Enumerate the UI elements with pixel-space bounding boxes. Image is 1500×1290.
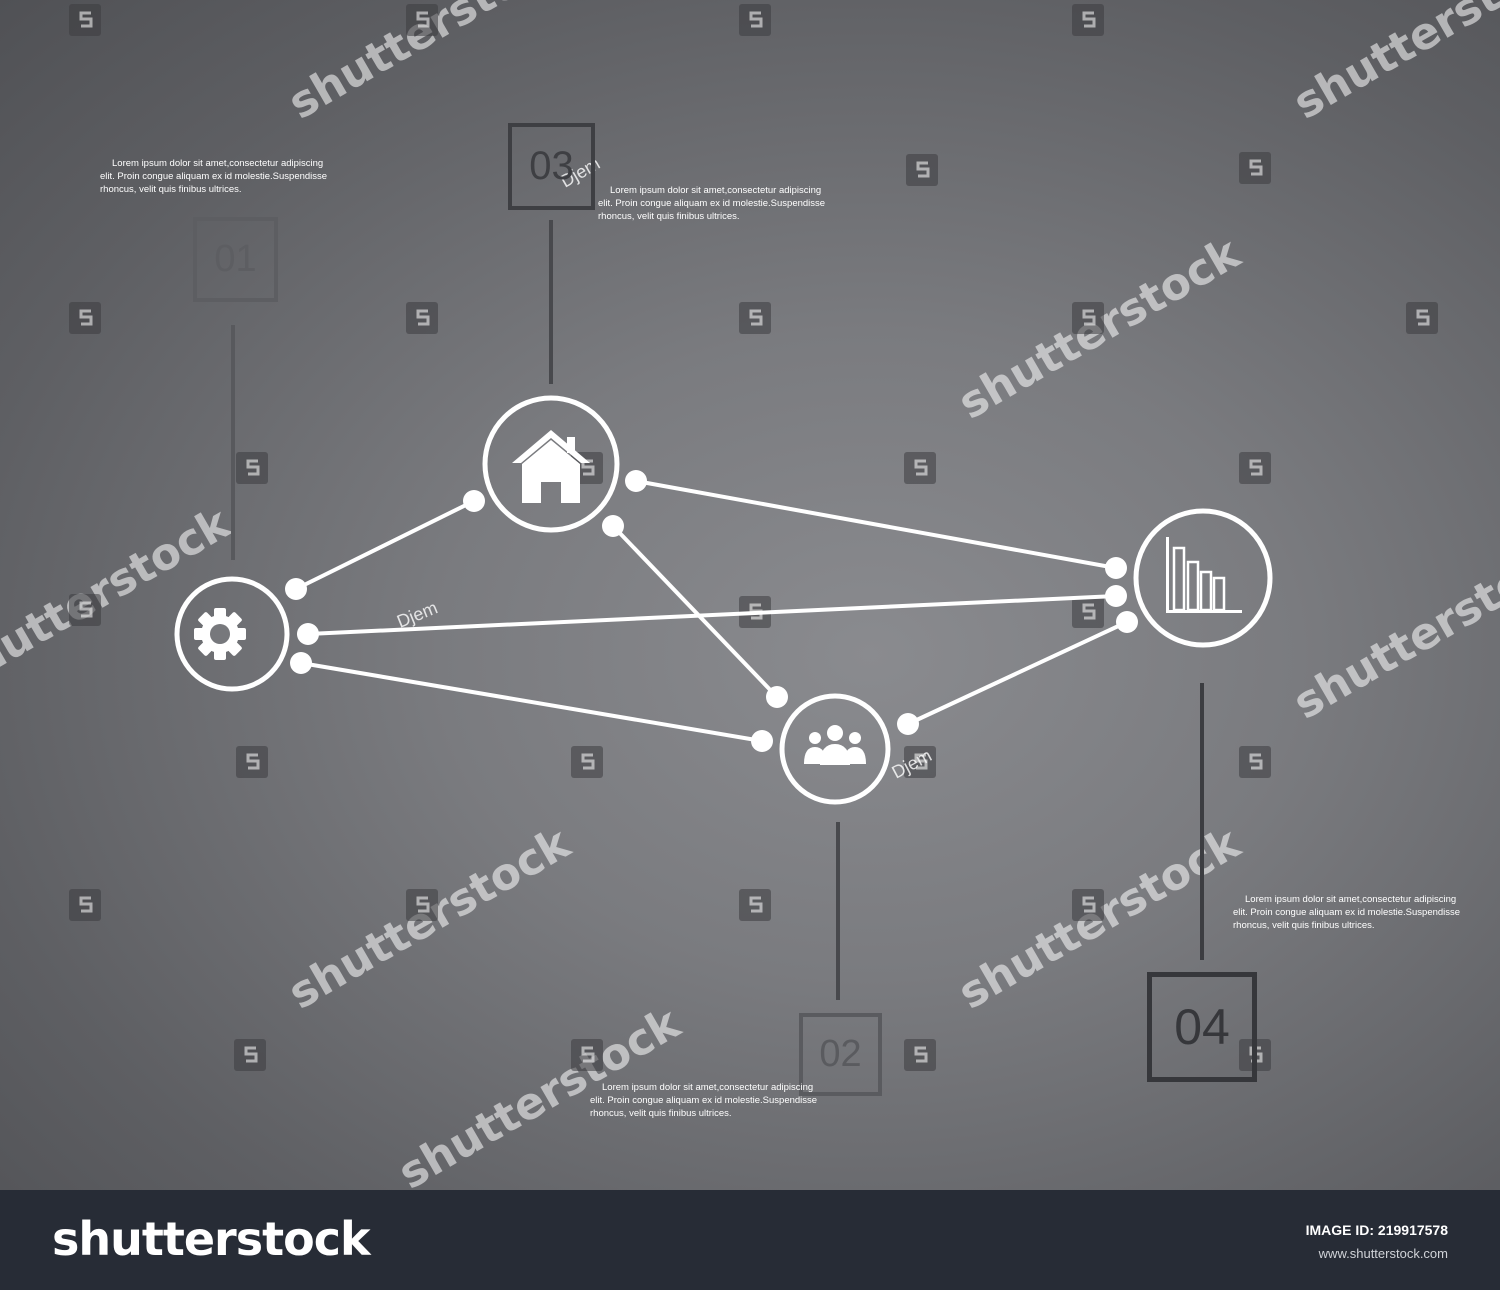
connector-gear-home <box>295 499 475 591</box>
step-number-03: 03 <box>529 144 574 188</box>
node-chart <box>1133 508 1273 648</box>
watermark-logo-glyph <box>244 1046 258 1063</box>
step-description-01: Lorem ipsum dolor sit amet,consectetur a… <box>100 158 328 195</box>
watermark-logo-glyph <box>79 896 93 913</box>
connector-dot <box>297 623 319 645</box>
step-description-02: Lorem ipsum dolor sit amet,consectetur a… <box>590 1082 818 1119</box>
watermark-logo-glyph <box>1416 309 1430 326</box>
watermark-logo-glyph <box>246 459 260 476</box>
watermark-logo-glyph <box>916 161 930 178</box>
step-description-03: Lorem ipsum dolor sit amet,consectetur a… <box>598 185 826 222</box>
watermark-logo-glyph <box>1082 896 1096 913</box>
connector-dot <box>897 713 919 735</box>
connector-dot <box>1105 585 1127 607</box>
step-number-02: 02 <box>819 1033 862 1075</box>
watermark-logo-glyph <box>749 309 763 326</box>
connector-dot <box>290 652 312 674</box>
watermark-logo-glyph <box>246 753 260 770</box>
connector-gear-chart <box>307 594 1117 636</box>
node-team <box>779 693 891 805</box>
step-box-04: 04 <box>1147 972 1257 1082</box>
connector-dot <box>751 730 773 752</box>
watermark-logo-glyph <box>79 601 93 618</box>
watermark-logo-glyph <box>749 11 763 28</box>
connector-lines <box>295 479 1128 743</box>
step-description-04: Lorem ipsum dolor sit amet,consectetur a… <box>1233 894 1461 931</box>
watermark-logo-glyph <box>416 11 430 28</box>
connector-dot <box>766 686 788 708</box>
footer-bar <box>0 1190 1500 1290</box>
connector-gear-team <box>300 661 763 743</box>
watermark-logo-glyph <box>581 753 595 770</box>
watermark-logo-glyph <box>914 1046 928 1063</box>
connector-team-chart <box>907 620 1128 726</box>
watermark-logo-glyph <box>1082 11 1096 28</box>
step-box-02: 02 <box>799 1013 882 1096</box>
step-box-03: 03 <box>508 123 595 210</box>
watermark-logo-glyph <box>416 896 430 913</box>
node-gear <box>174 576 290 692</box>
gear-icon <box>194 608 246 660</box>
bar-chart-icon <box>1166 537 1242 613</box>
watermark-logo-glyph <box>1249 753 1263 770</box>
watermark-logo-glyph <box>1249 159 1263 176</box>
connector-dot <box>463 490 485 512</box>
footer-logo: shutterstock <box>52 1212 371 1266</box>
connector-dot <box>1116 611 1138 633</box>
home-icon <box>512 430 590 503</box>
watermark-logo-glyph <box>79 309 93 326</box>
watermark-text: shutterstock <box>0 497 240 700</box>
connector-dot <box>625 470 647 492</box>
step-number-04: 04 <box>1174 999 1230 1055</box>
diagram-background <box>0 0 1500 1190</box>
connector-home-team <box>611 524 779 699</box>
connector-dot <box>602 515 624 537</box>
watermark-logo-glyph <box>416 309 430 326</box>
watermark-logo-glyph <box>79 11 93 28</box>
connector-home-chart <box>635 479 1117 570</box>
step-box-01: 01 <box>193 217 278 302</box>
footer-url: www.shutterstock.com <box>1318 1246 1448 1261</box>
node-home <box>482 395 620 533</box>
connector-dot <box>285 578 307 600</box>
watermark-logo-glyph <box>914 753 928 770</box>
watermark-text: shutterstock <box>1285 527 1500 730</box>
step-number-01: 01 <box>214 238 257 280</box>
watermark-text: shutterstock <box>1285 0 1500 130</box>
watermark-logo-glyph <box>1082 603 1096 620</box>
watermark-logo-glyph <box>914 459 928 476</box>
watermark-logo-glyph <box>1249 459 1263 476</box>
watermark-logo-glyph <box>1082 309 1096 326</box>
connector-dots <box>285 470 1138 752</box>
team-icon <box>804 725 866 765</box>
connector-dot <box>1105 557 1127 579</box>
watermark-logo-glyph <box>749 896 763 913</box>
watermark-logo-glyph <box>581 1046 595 1063</box>
image-id: IMAGE ID: 219917578 <box>1305 1222 1448 1238</box>
